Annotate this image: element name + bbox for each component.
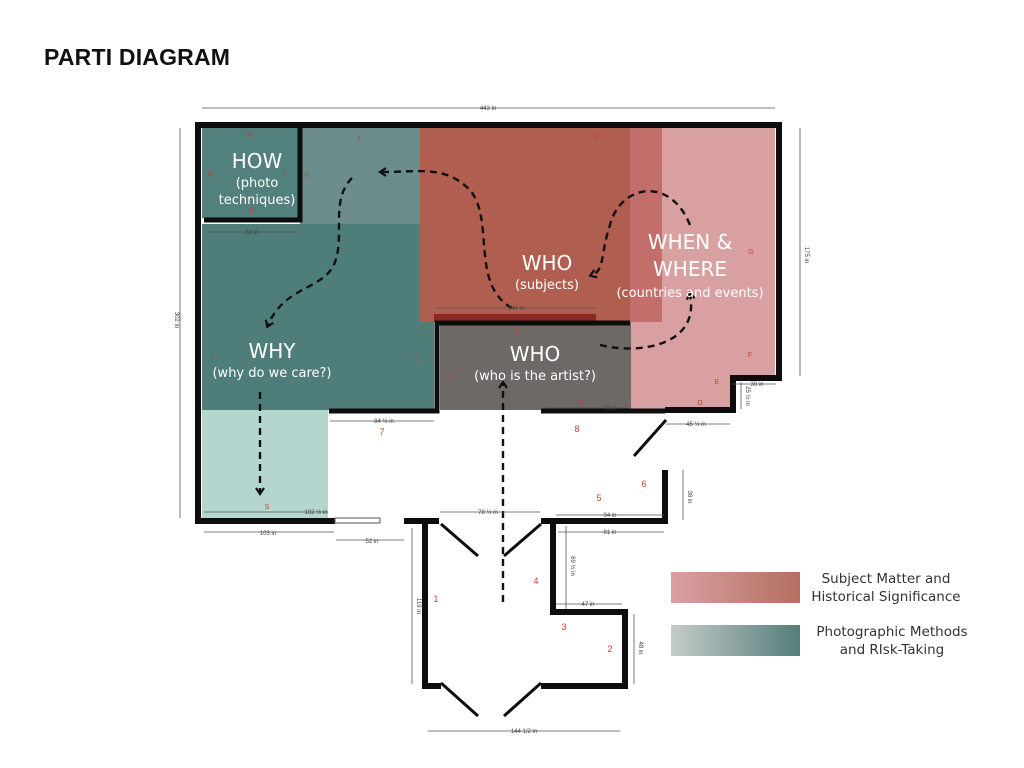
how-title: HOW [232,149,283,173]
page-title: PARTI DIAGRAM [44,44,231,70]
arrow-to-how [378,167,513,310]
wall-letter-q: Q [414,355,420,362]
who-artist-title: WHO [510,342,561,366]
dim-corridor-top: 84 ½ in [374,418,394,425]
why-title: WHY [248,339,296,363]
when-where-title-2: WHERE [653,257,727,281]
area-number-3: 3 [561,622,566,632]
arrow-to-when [599,291,696,350]
area-numbers: 1 2 3 4 5 6 7 8 [379,424,646,654]
dim-hallway-right: 48 in [637,641,643,654]
legend-subject-line-2: Historical Significance [811,589,960,605]
dim-right-step-h: 25 ½ in [744,386,751,406]
who-subjects-sub: (subjects) [515,278,579,293]
dim-middle-opening: 78 ½ in [478,509,498,516]
who-subjects-title: WHO [522,251,573,275]
wall-letter-b: B [515,328,520,335]
zone-light-teal [202,410,328,518]
legend-methods-line-2: and RIsk-Taking [840,642,945,658]
dim-right-lower: 81 in [603,530,616,536]
dim-top: 443 in [480,106,496,112]
wall-letter-o: O [248,208,254,215]
legend: Subject Matter and Historical Significan… [671,571,968,658]
dim-how-width: 58 in [245,230,258,236]
wall-letter-l: L [284,171,288,178]
zones [202,126,775,518]
when-where-title-1: WHEN & [648,230,732,254]
zone-how [202,126,302,218]
dim-door: 52 in [365,539,378,545]
dimension-labels: 443 in 302 in 175 in 103 in 52 in 102 ½ … [173,106,809,735]
wall-letter-a: A [446,375,451,382]
wall-letter-m: M [207,171,213,178]
dim-hallway-left: 119 in [415,598,421,614]
wall-entry-right [541,470,668,524]
wall-letters: N J H M L K G F E D C B A S P O Q [207,132,754,511]
wall-letter-p: P [211,355,216,362]
wall-letter-k: K [305,172,310,179]
when-where-sub: (countries and events) [616,286,763,301]
dim-bottom-left: 103 in [260,531,276,537]
wall-letter-c: C [578,400,583,407]
zone-how-upper-right [300,126,422,225]
area-number-4: 4 [533,576,538,586]
why-sub: (why do we care?) [212,366,331,381]
wall-letter-j: J [357,136,361,143]
wall-hallway-left [422,521,441,689]
dim-corridor-left: 102 ½ in [304,509,327,516]
dim-right-wall-a: 45 ½ in [686,421,706,428]
dim-hallway-bottom: 144 1/2 in [511,729,537,735]
dim-right-opening: 94 in [603,513,616,519]
area-number-7: 7 [379,427,384,437]
wall-how-inner [204,128,303,223]
who-artist-sub: (who is the artist?) [474,369,596,384]
dimension-lines [179,107,801,732]
area-number-6: 6 [641,479,646,489]
outer-wall-main [195,122,782,524]
how-sub-2: techniques) [219,193,296,208]
zone-who-artist [440,322,631,410]
zone-why [202,224,434,410]
legend-swatch-subject [671,572,800,603]
dim-who-width: 144 in [508,306,524,312]
dim-left: 302 in [173,312,179,328]
flow-arrows [255,167,696,602]
legend-swatch-methods [671,625,800,656]
area-number-5: 5 [596,493,601,503]
wall-letter-f: F [748,352,752,359]
wall-letter-h: H [592,134,597,141]
dim-c-width: 70 in [603,406,616,412]
area-number-2: 2 [607,644,612,654]
legend-methods-line-1: Photographic Methods [816,624,967,640]
dim-right: 175 in [803,247,809,263]
dim-hallway-mid: 69 ½ in [569,556,576,576]
wall-hallway-right [541,521,628,689]
wall-letter-n: N [246,132,251,139]
dim-hallway-step: 47 in [581,602,594,608]
walls [195,122,782,689]
arrow-how-to-why [264,177,353,329]
zone-overlap [630,126,662,322]
legend-subject-line-1: Subject Matter and [822,571,951,587]
how-sub-1: (photo [236,176,279,191]
zone-who-subjects [420,126,662,322]
zone-labels: HOW (photo techniques) WHY (why do we ca… [212,149,763,384]
area-number-1: 1 [433,594,438,604]
zone-when-where-lower [630,322,775,410]
area-number-8: 8 [574,424,579,434]
wall-letter-s: S [265,504,270,511]
dim-right-small: 38 in [686,490,692,503]
dark-bar [434,314,596,321]
arrow-when-to-who [588,189,692,279]
wall-letter-d: D [697,400,702,407]
wall-who-artist [329,320,630,414]
door-swings [334,419,668,718]
dim-right-step-w: 30 in [750,382,763,388]
wall-letter-g: G [748,249,753,256]
wall-letter-e: E [715,379,720,386]
